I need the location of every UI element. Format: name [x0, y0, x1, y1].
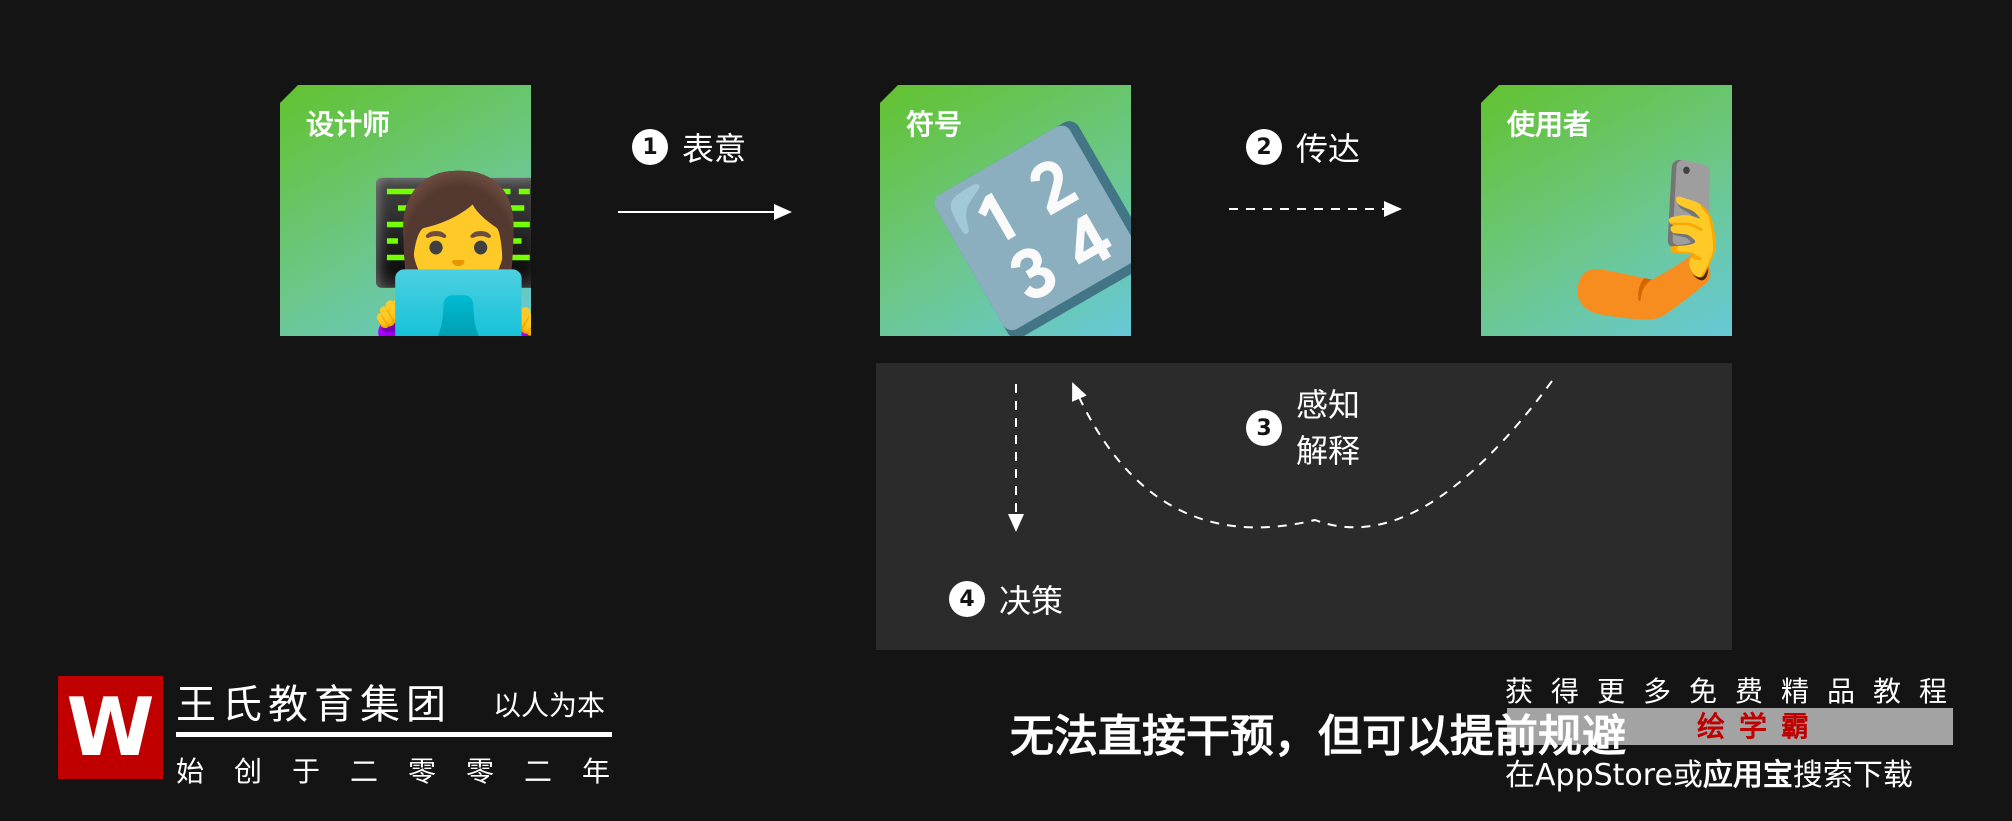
- promo-store: 应用宝: [1702, 758, 1793, 793]
- step-2: 2 传达: [1246, 124, 1360, 170]
- feedback-panel: [876, 363, 1732, 650]
- card-label: 设计师: [306, 108, 391, 141]
- step-label: 表意: [682, 130, 747, 168]
- step-label: 感知: [1296, 386, 1361, 424]
- brand-divider: [176, 732, 612, 737]
- card-user: 使用者 🤳: [1481, 85, 1732, 336]
- promo-text: 在AppStore或: [1505, 758, 1703, 793]
- step-label: 决策: [999, 582, 1064, 620]
- promo-app-name[interactable]: 绘学霸: [1696, 710, 1823, 743]
- step-number: 2: [1246, 129, 1282, 165]
- brand-logo-icon: W: [58, 676, 163, 779]
- step-label: 传达: [1296, 130, 1361, 168]
- promo-bottom: 在AppStore或应用宝搜索下载: [1505, 750, 1913, 794]
- step-3: 3 感知解释: [1246, 382, 1360, 474]
- hand-phone-icon: 🤳: [1561, 153, 1732, 327]
- brand-motto: 以人为本: [493, 689, 606, 722]
- card-designer: 设计师 👩‍💻: [280, 85, 531, 336]
- promo-top: 获得更多免费精品教程: [1505, 675, 1966, 708]
- brand-founded: 始创于二零零二年: [176, 755, 641, 788]
- card-symbol: 符号 🔢: [880, 85, 1131, 336]
- brand-name: 王氏教育集团: [176, 682, 452, 728]
- step-number: 4: [949, 581, 985, 617]
- step-label: 解释: [1296, 432, 1361, 470]
- card-label: 使用者: [1507, 108, 1592, 141]
- card-label: 符号: [906, 108, 963, 141]
- step-number: 1: [632, 129, 668, 165]
- step-4: 4 决策: [949, 576, 1063, 622]
- arrow-perceive: [1072, 380, 1553, 529]
- headline: 无法直接干预，但可以提前规避: [1010, 711, 1626, 762]
- woman-with-laptop-icon: 👩‍💻: [365, 168, 531, 336]
- step-number: 3: [1246, 410, 1282, 446]
- step-1: 1 表意: [632, 124, 746, 170]
- promo-text: 搜索下载: [1792, 758, 1913, 793]
- promo-bar: 绘学霸: [1507, 708, 1953, 745]
